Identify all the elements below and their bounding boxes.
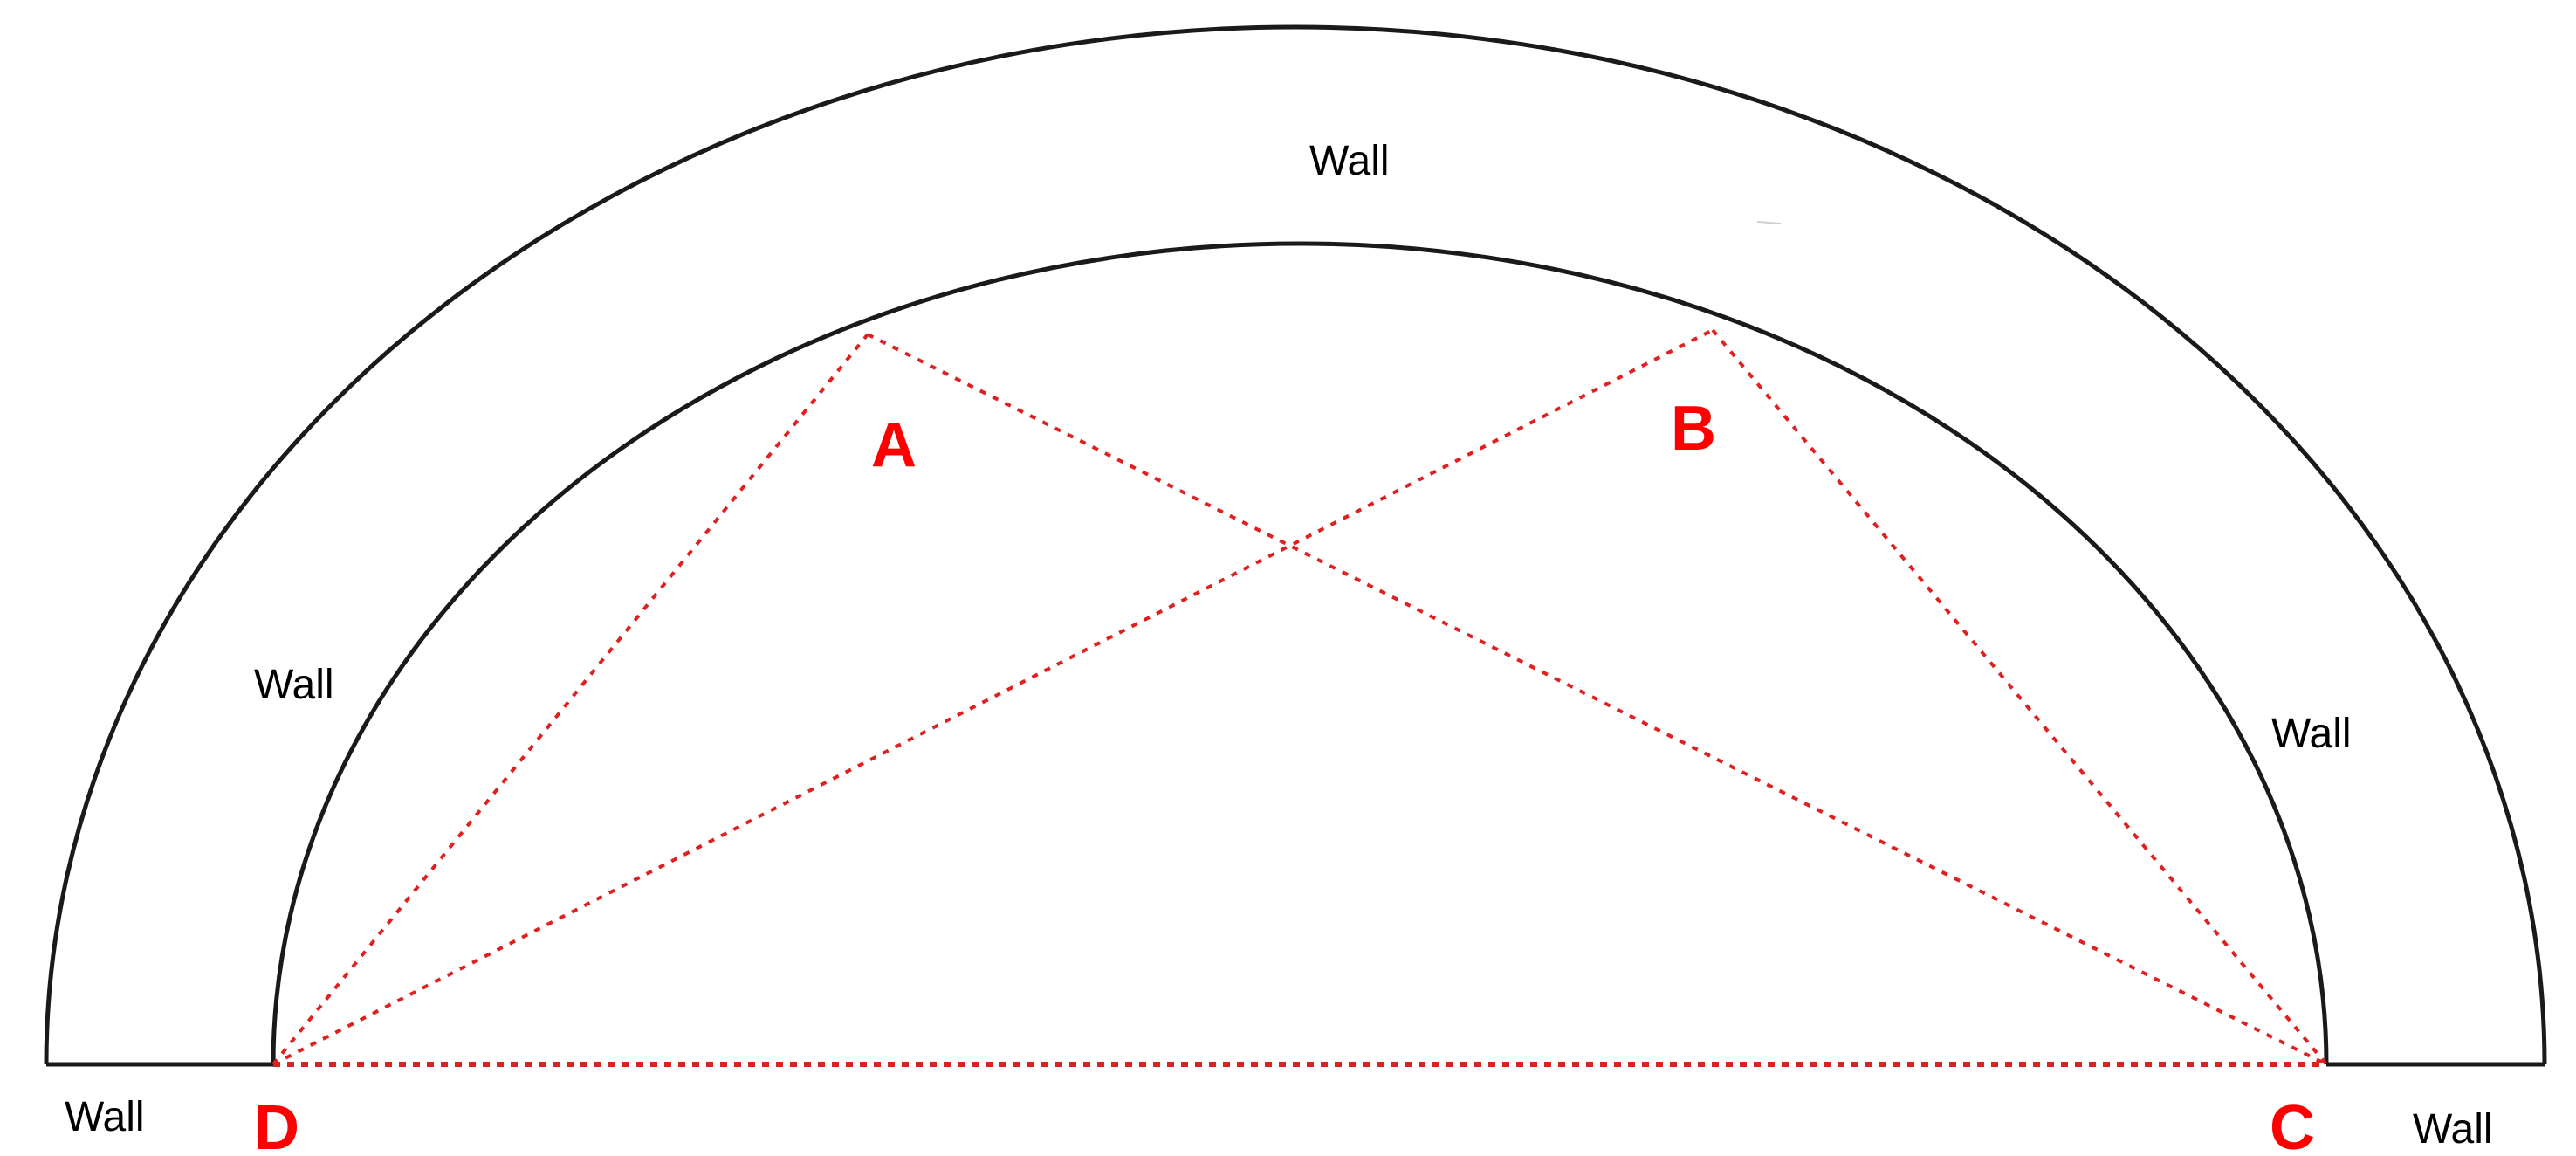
wall-label-bottom-left: Wall (65, 1094, 145, 1140)
wall-label-right: Wall (2271, 711, 2352, 757)
stray-mark (1756, 221, 1782, 224)
sightline-b-c (1711, 328, 2328, 1066)
point-label-a: A (871, 410, 917, 480)
point-label-d: D (254, 1093, 299, 1156)
point-label-c: C (2270, 1093, 2315, 1156)
sightlines (271, 328, 2328, 1067)
inner-wall-arc (271, 241, 2329, 1065)
wall-label-left: Wall (254, 662, 334, 708)
point-label-b: B (1671, 394, 1716, 464)
wall-label-bottom-right: Wall (2413, 1106, 2493, 1153)
sightline-d-a (271, 333, 869, 1066)
sightline-a-c (867, 333, 2327, 1066)
wall-label-top: Wall (1309, 138, 1390, 184)
outer-wall-arc (44, 24, 2547, 1065)
sightline-d-b (272, 328, 1714, 1066)
